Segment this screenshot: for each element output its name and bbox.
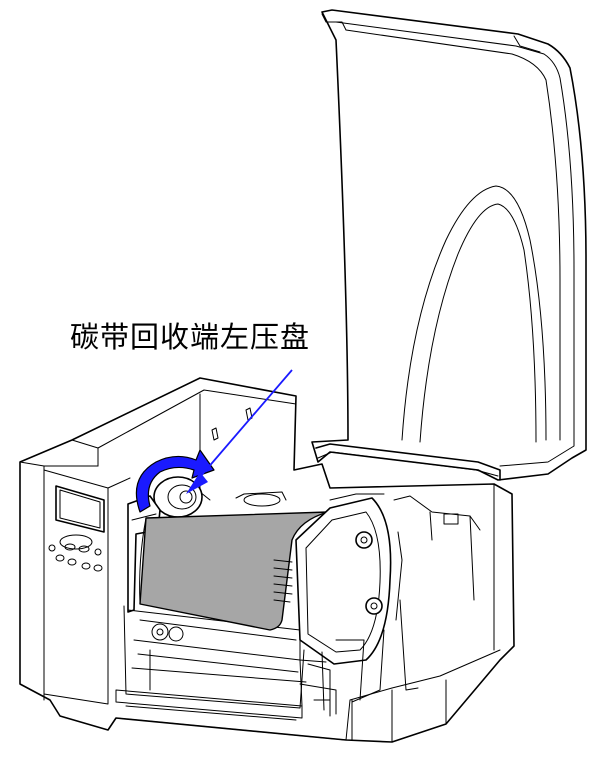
printer-top-cover [311,9,587,481]
ribbon-mechanism [127,393,481,717]
callout-label: 碳带回收端左压盘 [70,320,311,354]
control-panel [48,485,105,572]
right-frame-plate [295,497,392,665]
pointer-arrow-icon [186,369,293,494]
